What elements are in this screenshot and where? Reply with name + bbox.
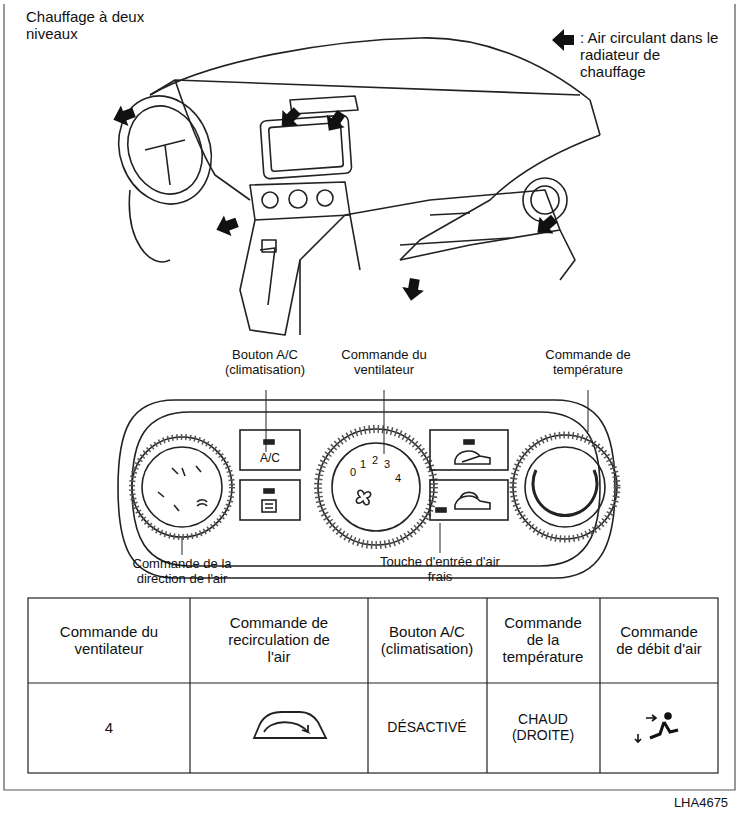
legend-text: : Air circulant dans le radiateur de cha… xyxy=(580,30,720,80)
settings-table xyxy=(28,598,718,773)
table-cell: 4 xyxy=(54,683,164,773)
callout-label: Commande de la direction de l'air xyxy=(117,557,247,586)
frame xyxy=(4,4,735,790)
table-cell: CHAUD (DROITE) xyxy=(491,683,595,773)
table-header: Commande de la température xyxy=(495,598,591,683)
table-header: Bouton A/C (climatisation) xyxy=(371,598,483,683)
dial-number: 2 xyxy=(368,454,382,466)
legend-arrow xyxy=(552,29,574,51)
dial-number: 3 xyxy=(380,458,394,470)
dial-number: 0 xyxy=(346,466,360,478)
leader-lines xyxy=(182,390,588,555)
table-header: Commande de recirculation de l'air xyxy=(223,598,335,683)
table-header: Commande de débit d'air xyxy=(611,598,707,683)
figure-code: LHA4675 xyxy=(669,796,733,811)
button-label: A/C xyxy=(250,452,290,465)
callout-label: Commande du ventilateur xyxy=(332,348,436,377)
table-header: Commande du ventilateur xyxy=(54,598,164,683)
control-panel xyxy=(118,400,617,578)
recirculation-icon xyxy=(254,712,326,738)
callout-label: Bouton A/C (climatisation) xyxy=(209,348,321,377)
air-flow-icon xyxy=(635,713,678,742)
diagram-title: Chauffage à deux niveaux xyxy=(26,9,156,43)
dial-number: 4 xyxy=(391,472,405,484)
dashboard-drawing xyxy=(104,38,600,335)
airflow-arrows xyxy=(110,102,562,303)
callout-label: Touche d'entrée d'air frais xyxy=(375,555,505,584)
table-cell: DÉSACTIVÉ xyxy=(371,683,483,773)
callout-label: Commande de température xyxy=(536,348,640,377)
dial-number: 1 xyxy=(356,458,370,470)
